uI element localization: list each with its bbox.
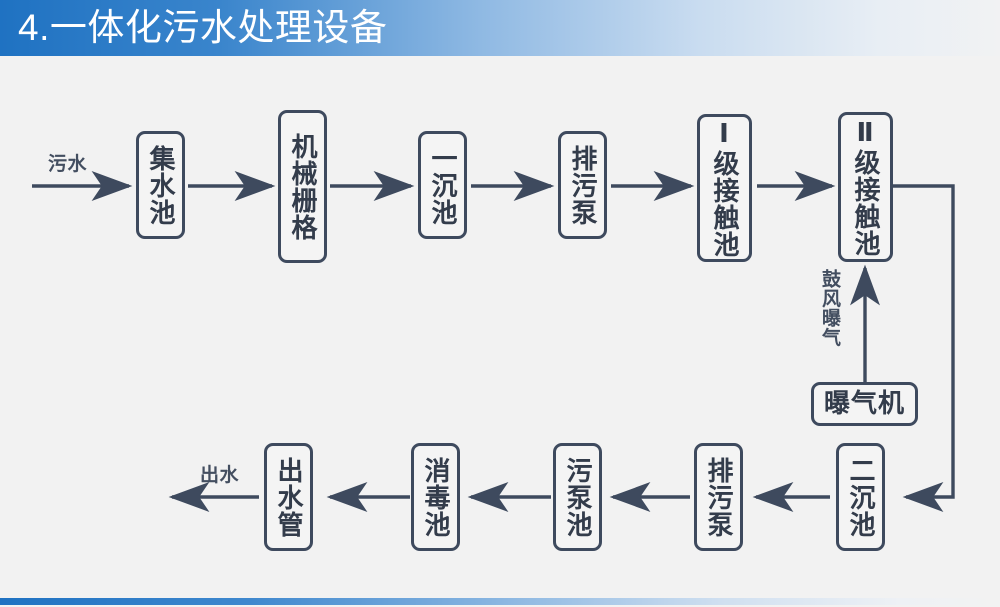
node-outlet-pipe[interactable]: 出水管 [264,443,313,551]
inlet-flow-label: 污水 [48,154,88,175]
node-sewage-pump-top[interactable]: 排污泵 [558,131,607,239]
footer-bar [0,598,1000,605]
node-label: 排污泵 [704,456,735,538]
node-label: 集水池 [146,144,177,226]
node-secondary-settling-tank[interactable]: 二沉池 [836,443,885,551]
connector-lines [32,171,955,512]
process-flow-diagram: 集水池 机械栅格 一沉池 排污泵 Ⅰ级接触池 Ⅱ级接触池 曝气机 二沉池 排污泵 [0,56,1000,598]
node-label: 消毒池 [421,456,452,538]
node-label: 污泵池 [563,456,594,538]
node-sludge-pump-tank[interactable]: 污泵池 [553,443,602,551]
node-label: 排污泵 [568,144,599,226]
node-aerator[interactable]: 曝气机 [811,382,918,426]
node-collection-tank[interactable]: 集水池 [136,131,185,239]
outlet-flow-label: 出水 [200,465,240,486]
node-primary-settling-tank[interactable]: 一沉池 [418,131,467,239]
header-banner: 4.一体化污水处理设备 [0,0,1000,56]
node-contact-tank-1[interactable]: Ⅰ级接触池 [697,114,752,262]
node-disinfection-tank[interactable]: 消毒池 [411,443,460,551]
node-mechanical-grate[interactable]: 机械栅格 [278,110,327,263]
node-label: 一沉池 [428,144,459,226]
node-label: Ⅱ级接触池 [851,117,882,257]
node-label: 曝气机 [823,388,905,419]
node-label: Ⅰ级接触池 [710,118,741,258]
node-sewage-pump-bottom[interactable]: 排污泵 [694,443,743,551]
node-label: 机械栅格 [288,132,319,241]
node-label: 二沉池 [846,456,877,538]
node-contact-tank-2[interactable]: Ⅱ级接触池 [838,112,893,262]
aeration-flow-label: 鼓风曝气 [819,269,840,347]
page-title: 4.一体化污水处理设备 [18,7,388,48]
node-label: 出水管 [274,456,305,538]
